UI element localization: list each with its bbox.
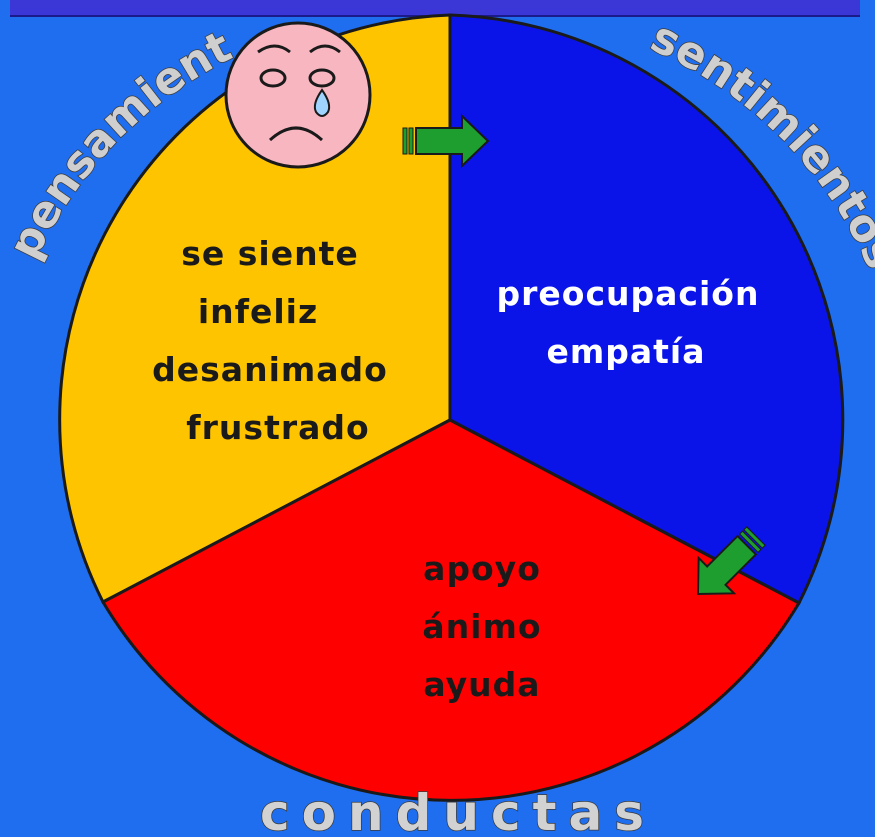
sentimientos-line-1: preocupación [497, 274, 760, 313]
conductas-line-2: ánimo [422, 607, 541, 646]
sentimientos-line-2: empatía [546, 332, 705, 371]
arrow-right-icon [402, 113, 490, 169]
conductas-segment [100, 418, 802, 802]
arrow-down-left-icon [696, 526, 766, 596]
pensamientos-line-3: desanimado [152, 350, 388, 389]
conductas-label: conductas [260, 784, 656, 837]
crying-face-icon [224, 21, 372, 169]
pensamientos-line-4: frustrado [186, 408, 369, 447]
pensamientos-line-2: infeliz [198, 292, 318, 331]
pensamientos-line-1: se siente [181, 234, 359, 273]
conductas-line-1: apoyo [423, 549, 541, 588]
conductas-line-3: ayuda [423, 665, 540, 704]
sentimientos-segment [448, 13, 845, 606]
